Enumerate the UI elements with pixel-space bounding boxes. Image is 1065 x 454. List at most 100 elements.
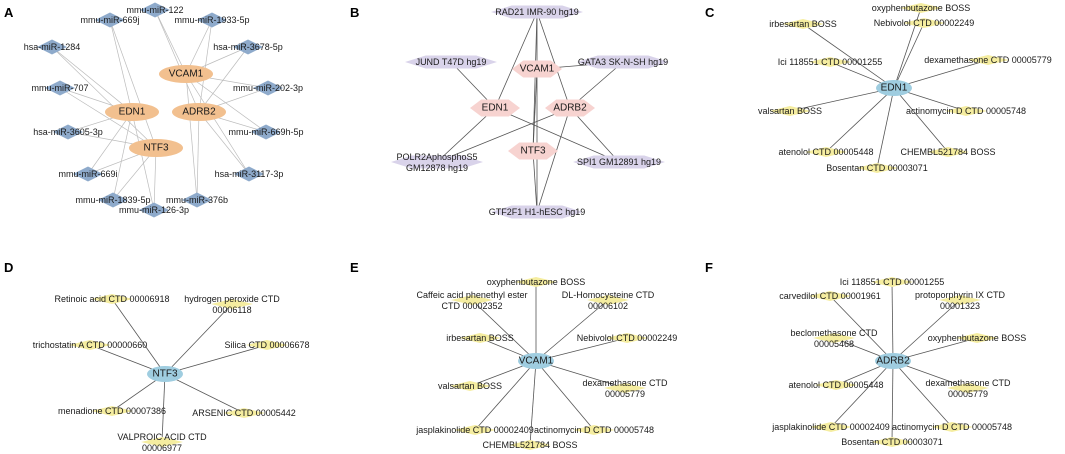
drug-edge <box>893 22 925 89</box>
drug-label-cont: 00006102 <box>588 301 628 311</box>
drug-label-cont: 00006118 <box>212 305 251 315</box>
drug-node <box>939 295 981 305</box>
drug-label: CHEMBL521784 BOSS <box>900 147 995 157</box>
drug-label: actinomycin D CTD 00005748 <box>892 422 1012 432</box>
tf-gene-edge <box>494 11 538 109</box>
mirna-label: hsa-miR-3678-5p <box>213 42 283 52</box>
drug-label: valsartan BOSS <box>438 381 502 391</box>
drug-label: valsartan BOSS <box>758 106 822 116</box>
tf-gene-edge <box>436 107 571 163</box>
tf-label: GTF2F1 H1-hESC hg19 <box>489 207 586 217</box>
drug-edge <box>829 295 894 362</box>
gene-node <box>159 65 213 83</box>
drug-node <box>809 291 851 301</box>
mirna-node <box>95 12 125 28</box>
mirna-node <box>139 202 169 218</box>
drug-label: menadione CTD 00007386 <box>58 406 166 416</box>
drug-edge <box>471 299 537 362</box>
drug-label: dexamethasone CTD 00005779 <box>924 55 1052 65</box>
drug-edge <box>164 303 233 375</box>
drug-node <box>945 106 987 116</box>
tf-node <box>573 155 665 169</box>
drug-label: Ici 118551 CTD 00001255 <box>778 57 882 67</box>
drug-node <box>900 3 942 13</box>
mirna-gene-edge <box>109 19 133 113</box>
tf-node <box>405 55 497 69</box>
mirna-node <box>53 124 83 140</box>
drug-edge <box>825 87 895 153</box>
mirna-gene-edge <box>198 111 250 175</box>
mirna-gene-edge <box>51 46 133 113</box>
drug-label: Retinoic acid CTD 00006918 <box>54 294 169 304</box>
hub-node <box>518 353 554 369</box>
panel-letter: C <box>705 5 715 20</box>
gene-label: VCAM1 <box>520 64 555 75</box>
drug-label: oxyphenbutazone BOSS <box>487 277 586 287</box>
tf-label: RAD21 IMR-90 hg19 <box>495 7 579 17</box>
drug-label: Bosentan CTD 00003071 <box>826 163 928 173</box>
mirna-gene-edge <box>131 111 155 211</box>
mirna-label: mmu-miR-669i <box>58 169 117 179</box>
drug-label: actinomycin D CTD 00005748 <box>906 106 1026 116</box>
drug-edge <box>789 87 895 112</box>
gene-label: NTF3 <box>144 143 169 154</box>
gene-node <box>512 60 562 78</box>
tf-gene-edge <box>536 107 571 213</box>
hub-node <box>875 353 911 369</box>
drug-node <box>927 147 969 157</box>
mirna-gene-edge <box>153 147 157 211</box>
mirna-label: mmu-miR-202-3p <box>233 83 303 93</box>
drug-node <box>454 425 496 435</box>
drug-edge <box>876 87 895 169</box>
drug-node <box>509 440 551 450</box>
drug-label: dexamethasone CTD <box>582 378 668 388</box>
drug-node <box>810 422 852 432</box>
tf-node <box>491 5 583 19</box>
drug-label-cont: 00005779 <box>948 389 988 399</box>
mirna-label: hsa-miR-3605-3p <box>33 127 103 137</box>
tf-node <box>491 205 583 219</box>
mirna-label: mmu-miR-376b <box>166 195 228 205</box>
mirna-node <box>233 39 263 55</box>
drug-node <box>604 383 646 393</box>
drug-label: oxyphenbutazone BOSS <box>928 333 1027 343</box>
tf-gene-edge <box>436 107 496 163</box>
drug-node <box>451 295 493 305</box>
drug-node <box>903 18 945 28</box>
mirna-node <box>140 2 170 18</box>
drug-node <box>515 277 557 287</box>
drug-label: VALPROIC ACID CTD <box>117 432 207 442</box>
drug-label: Nebivolol CTD 00002249 <box>874 18 975 28</box>
drug-node <box>606 333 648 343</box>
drug-edge <box>535 360 595 431</box>
hub-label: ADRB2 <box>876 356 910 367</box>
mirna-gene-edge <box>196 111 200 201</box>
tf-node <box>391 155 483 169</box>
mirna-node <box>73 166 103 182</box>
drug-node <box>782 19 824 29</box>
mirna-gene-edge <box>185 73 267 133</box>
drug-label: atenolol CTD 00005448 <box>788 380 883 390</box>
mirna-gene-edge <box>109 19 157 149</box>
drug-node <box>815 380 857 390</box>
drug-label: beclomethasone CTD <box>790 328 878 338</box>
mirna-node <box>45 80 75 96</box>
drug-label: protoporphyrin IX CTD <box>915 290 1006 300</box>
gene-node <box>172 103 226 121</box>
panel-letter: B <box>350 5 359 20</box>
tf-gene-edge <box>569 107 620 163</box>
mirna-label: mmu-miR-126-3p <box>119 205 189 215</box>
gene-node <box>129 139 183 157</box>
drug-edge <box>161 373 166 443</box>
gene-label: EDN1 <box>482 103 509 114</box>
drug-node <box>947 383 989 393</box>
drug-node <box>587 295 629 305</box>
tf-gene-edge <box>532 11 538 152</box>
drug-node <box>813 333 855 343</box>
drug-node <box>223 408 265 418</box>
drug-edge <box>891 281 894 362</box>
drug-label: Caffeic acid phenethyl ester <box>417 290 528 300</box>
mirna-gene-edge <box>112 111 133 201</box>
drug-node <box>856 163 898 173</box>
gene-node <box>545 99 595 117</box>
